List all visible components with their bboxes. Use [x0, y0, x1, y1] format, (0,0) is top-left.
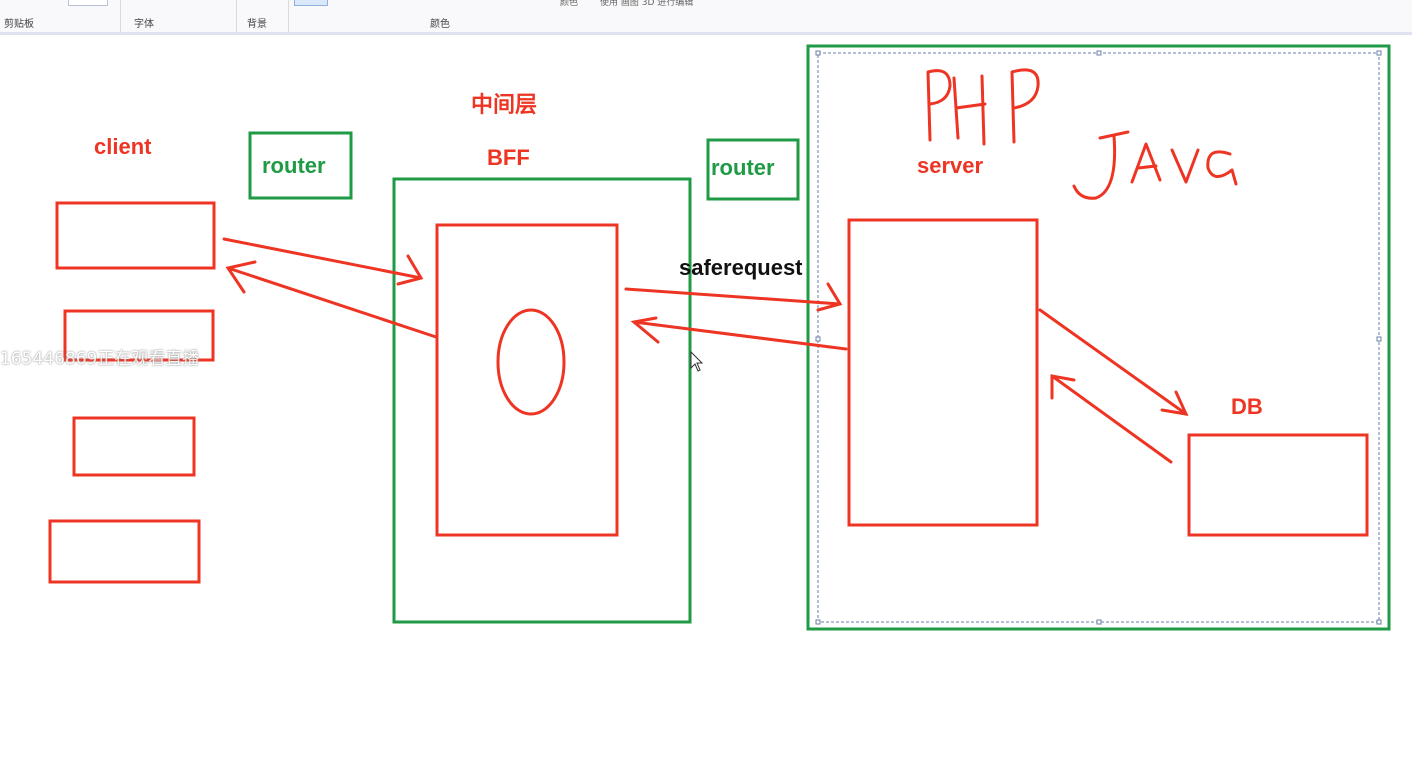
router-box-right: [706, 138, 800, 201]
client-box-1: [55, 201, 216, 270]
ribbon-cut-text-edit[interactable]: 使用 画图 3D 进行编辑: [600, 0, 694, 6]
bff-ellipse: [496, 308, 566, 416]
selection-rect: [817, 52, 1380, 623]
ribbon-separator: [236, 0, 237, 32]
arrow-bff-to-client: [225, 260, 438, 339]
watermark-viewer-count: 165446869正在观看直播: [0, 349, 200, 369]
label-router-left: router: [262, 153, 326, 178]
label-bff: BFF: [487, 145, 530, 170]
arrow-bff-to-server: [624, 282, 843, 312]
ribbon-separator: [120, 0, 121, 32]
ribbon-toolbar: 颜色 使用 画图 3D 进行编辑 剪贴板 字体 背景 颜色: [0, 0, 1412, 35]
group-label-colors: 颜色: [430, 19, 450, 30]
client-box-4: [48, 519, 201, 584]
handwritten-java: [1072, 130, 1238, 200]
ribbon-separator: [288, 0, 289, 32]
font-size-box[interactable]: [68, 0, 108, 6]
label-router-right: router: [711, 155, 775, 180]
label-client: client: [94, 134, 152, 159]
ribbon-cut-text-colors: 颜色: [560, 0, 579, 6]
selection-handles: [815, 50, 1382, 625]
client-box-2: [63, 309, 215, 362]
label-saferequest: saferequest: [679, 255, 803, 280]
label-server: server: [917, 153, 984, 178]
server-box: [847, 218, 1039, 527]
db-box: [1187, 433, 1369, 537]
mouse-cursor-icon: [690, 350, 704, 372]
group-label-background: 背景: [247, 19, 267, 30]
client-box-3: [72, 416, 196, 477]
server-container: [806, 44, 1391, 631]
handwritten-php: [926, 68, 1040, 146]
arrow-client-to-bff: [222, 237, 424, 286]
arrow-server-to-bff: [630, 316, 848, 351]
group-label-clipboard: 剪贴板: [4, 19, 34, 30]
group-label-font: 字体: [134, 19, 154, 30]
router-box-left: [248, 131, 353, 200]
color1-button[interactable]: [294, 0, 328, 6]
bff-container: [392, 177, 692, 624]
diagram-svg: [48, 44, 1391, 631]
ribbon-bottom-border: [0, 32, 1412, 35]
bff-inner-box: [435, 223, 619, 537]
arrow-db-to-server: [1050, 374, 1173, 464]
drawing-canvas[interactable]: 中间层 BFF client router router server safe…: [0, 35, 1412, 761]
label-middle-layer: 中间层: [471, 92, 538, 117]
arrow-server-to-db: [1038, 308, 1189, 416]
label-db: DB: [1231, 394, 1263, 419]
